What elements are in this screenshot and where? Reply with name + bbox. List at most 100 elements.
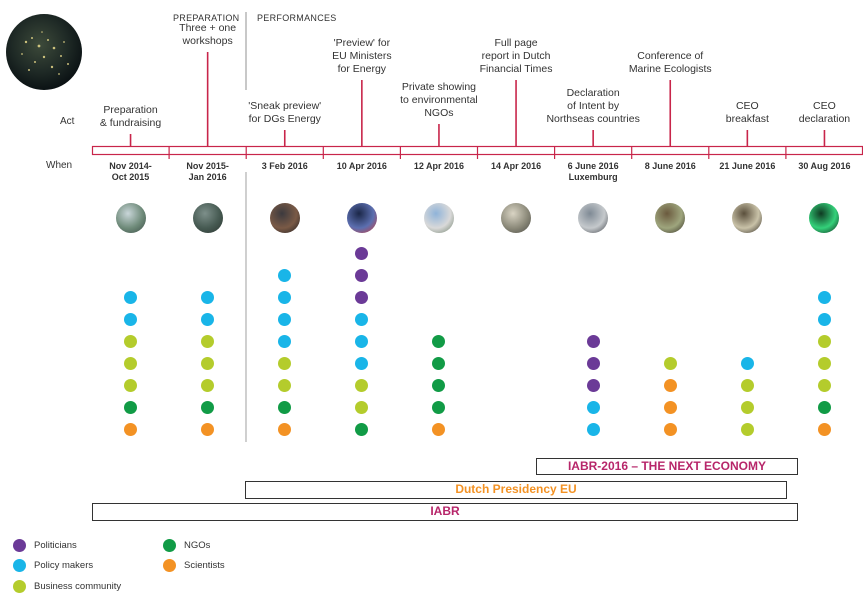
event-when-line: Luxemburg [568,172,618,182]
dot-policy-makers [817,291,831,304]
event-act-line: Marine Ecologists [628,63,712,75]
event-act-line: 'Preview' for [333,37,391,49]
conference-photo [655,203,686,233]
dot-business-community [740,379,754,392]
event-when-label: Nov 2014-Oct 2015 [93,161,169,183]
dot-business-community [124,335,138,348]
event-when-line: 10 Apr 2016 [336,161,387,171]
dot-ngos [432,401,446,414]
event-act-line: Preparation [103,104,158,116]
event-act-line: Private showing [401,81,476,93]
event-act-line: report in Dutch [481,50,551,62]
dot-business-community [201,379,215,392]
event-act-line: Conference of [637,50,704,62]
legend-politicians-swatch [13,539,26,552]
dot-business-community [817,335,831,348]
breakfast-photo [732,203,763,233]
dot-business-community [278,357,292,370]
event-act-line: declaration [798,113,851,125]
dot-policy-makers [278,335,292,348]
dot-scientists [124,423,138,436]
newspaper-photo [501,203,532,233]
dot-policy-makers [355,357,369,370]
event-act-label: 'Sneak preview'for DGs Energy [230,100,340,126]
dot-policy-makers [201,313,215,326]
event-act-line: workshops [182,35,233,47]
dot-ngos [124,401,138,414]
event-when-label: 10 Apr 2016 [324,161,400,172]
dot-scientists [201,423,215,436]
dot-policy-makers [278,291,292,304]
legend-ngos-swatch [163,539,176,552]
dot-scientists [278,423,292,436]
preparation-heading: PREPARATION [173,13,240,23]
event-act-line: breakfast [725,113,769,125]
event-act-line: Full page [494,37,538,49]
event-act-line: to environmental [400,94,478,106]
legend-scientists-swatch [163,559,176,572]
dot-politicians [355,247,369,260]
dot-business-community [663,357,677,370]
dot-policy-makers [355,335,369,348]
event-act-line: for Energy [337,63,387,75]
legend-scientists-label: Scientists [184,560,225,571]
legend-policy-makers-swatch [13,559,26,572]
dot-business-community [201,335,215,348]
event-when-line: Nov 2015- [186,161,229,171]
dot-politicians [586,379,600,392]
dot-scientists [663,379,677,392]
legend-policy-makers-label: Policy makers [34,560,94,571]
dot-business-community [278,379,292,392]
dot-politicians [355,269,369,282]
workshop-photo [115,203,146,233]
dot-politicians [355,291,369,304]
building-photo [192,203,223,233]
act-row-label: Act [60,116,75,127]
dot-business-community [355,379,369,392]
dot-business-community [355,401,369,414]
legend-business-community-swatch [13,580,26,593]
performances-heading: PERFORMANCES [257,13,337,23]
dot-scientists [817,423,831,436]
dot-scientists [663,401,677,414]
dot-politicians [586,357,600,370]
event-act-line: 'Sneak preview' [248,100,322,112]
dot-politicians [586,335,600,348]
event-when-line: Jan 2016 [188,172,227,182]
event-when-line: 8 June 2016 [644,161,696,171]
event-when-label: 21 June 2016 [709,161,785,172]
dot-policy-makers [740,357,754,370]
event-act-line: for DGs Energy [248,113,321,125]
dot-policy-makers [201,291,215,304]
event-when-label: 14 Apr 2016 [478,161,554,172]
iabr2016-bar: IABR-2016 – THE NEXT ECONOMY [536,458,798,475]
event-act-label: Preparation& fundraising [76,104,186,130]
eu-ministers-photo [346,203,377,233]
event-when-label: 30 Aug 2016 [786,161,862,172]
dot-policy-makers [586,423,600,436]
dot-policy-makers [124,291,138,304]
legend-business-community-label: Business community [34,581,122,592]
dot-scientists [663,423,677,436]
dot-policy-makers [586,401,600,414]
dot-business-community [817,357,831,370]
event-when-line: 3 Feb 2016 [261,161,308,171]
dot-business-community [124,357,138,370]
dot-business-community [201,357,215,370]
event-act-line: & fundraising [99,117,162,129]
meeting-photo [269,203,300,233]
legend-ngos-label: NGOs [184,540,211,551]
iabr-bar-label: IABR [430,504,460,518]
event-when-line: 6 June 2016 [567,161,619,171]
signing-photo [578,203,609,233]
event-when-label: 8 June 2016 [632,161,708,172]
event-act-line: Three + one [179,22,237,34]
